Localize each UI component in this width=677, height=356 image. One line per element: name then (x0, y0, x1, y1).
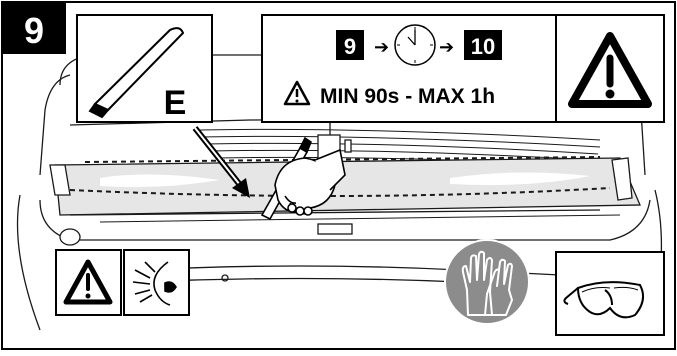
safety-goggles-icon (563, 281, 645, 319)
hand-applying-icon (260, 136, 346, 221)
sequence-from: 9 (344, 34, 356, 59)
sequence-from-badge (336, 30, 364, 60)
step-number: 9 (24, 10, 44, 51)
warning-panel (555, 14, 665, 123)
warning-triangle-icon (283, 80, 311, 106)
tool-panel: E (76, 14, 213, 123)
step-number-badge: 9 (2, 2, 66, 54)
tool-letter: E (164, 84, 187, 122)
hazard-warning-panel (55, 249, 122, 316)
gloves-icon (444, 239, 530, 325)
warning-triangle-icon (568, 32, 652, 108)
time-range: MIN 90s - MAX 1h (320, 85, 495, 108)
sequence-to-badge (464, 30, 502, 60)
pointer-arrow (192, 126, 250, 198)
timing-panel: 9 ➔ ➔ 10 MIN 90s - MAX 1h (261, 14, 560, 123)
sequence-arrow-2: ➔ (439, 37, 454, 57)
warning-triangle-icon (63, 259, 113, 305)
applicator-pad-icon (88, 27, 185, 119)
goggles-panel (555, 251, 665, 336)
sequence-arrow-1: ➔ (374, 37, 389, 57)
eye-hazard-icon (132, 261, 177, 306)
eye-hazard-panel (123, 249, 190, 316)
sequence-to: 10 (471, 34, 495, 59)
clock-icon (394, 24, 436, 66)
